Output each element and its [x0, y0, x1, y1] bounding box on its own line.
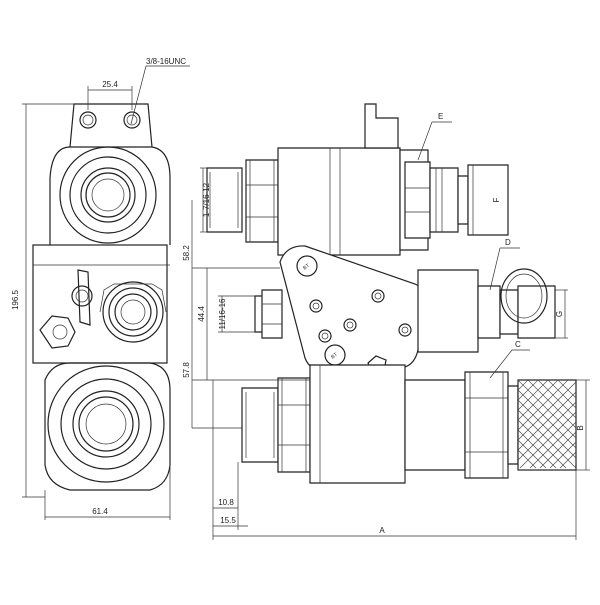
f-plug — [467, 164, 509, 236]
lower-body-extension — [404, 379, 466, 471]
bolt-spacing-label: 25.4 — [102, 80, 118, 89]
middle-block — [32, 244, 168, 364]
upper-port-outer — [59, 146, 157, 244]
knurled-sleeve — [517, 379, 577, 471]
lower-hex — [277, 377, 311, 473]
side-view-dimensions: 1-7/16-12 58.2 44.4 57.8 11/16-16 10.8 1… — [182, 167, 590, 540]
lower-valve-block — [309, 364, 406, 484]
dim-44-label: 44.4 — [197, 306, 206, 322]
knurl-pattern — [517, 379, 577, 469]
callout-c: C — [515, 340, 521, 349]
d-fitting — [477, 285, 501, 339]
callouts: E F D G C BT BT — [302, 112, 568, 379]
top-boss — [364, 103, 399, 149]
top-lug — [69, 103, 153, 148]
mid-port-thread-label: 11/16-16 — [218, 298, 227, 330]
overall-height-label: 196.5 — [11, 289, 20, 310]
length-a-label: A — [379, 526, 385, 535]
circle-mark-bottom: BT — [330, 352, 339, 361]
callout-f: F — [492, 197, 501, 202]
small-port — [71, 285, 93, 307]
height-b-label: B — [576, 425, 585, 430]
front-view — [32, 103, 171, 491]
lower-port-nut — [241, 387, 279, 463]
plate-bar — [77, 269, 91, 326]
upper-valve-block — [277, 147, 401, 256]
hex-plug — [39, 315, 76, 349]
quick-coupler-body — [429, 167, 459, 233]
callout-d: D — [505, 238, 511, 247]
dim-58-label: 58.2 — [182, 245, 191, 261]
bottom-width-label: 61.4 — [92, 507, 108, 516]
plate-bolt-top — [296, 255, 318, 277]
mounting-plate — [279, 245, 427, 373]
upper-hex — [245, 159, 279, 243]
callout-g: G — [555, 311, 564, 317]
d-ring — [500, 268, 548, 324]
upper-port-nut — [206, 167, 243, 233]
lower-port-outer — [47, 365, 165, 483]
c-hex — [464, 371, 509, 479]
mid-right-block — [417, 269, 479, 353]
left-view-dimensions: 25.4 3/8-16UNC 196.5 61.4 — [11, 57, 190, 520]
dim-57-label: 57.8 — [182, 362, 191, 378]
upper-port-thread-label: 1-7/16-12 — [202, 182, 211, 217]
circle-mark-top: BT — [302, 263, 311, 272]
mid-port-outer — [102, 281, 164, 343]
callout-e: E — [438, 112, 443, 121]
right-bolt-hole — [123, 111, 141, 129]
dim-15-label: 15.5 — [220, 516, 236, 525]
side-view — [206, 103, 577, 484]
thread-callout-top: 3/8-16UNC — [146, 57, 186, 66]
upper-port-body — [49, 146, 171, 245]
left-bolt-hole — [79, 111, 97, 129]
dim-10-label: 10.8 — [218, 498, 234, 507]
